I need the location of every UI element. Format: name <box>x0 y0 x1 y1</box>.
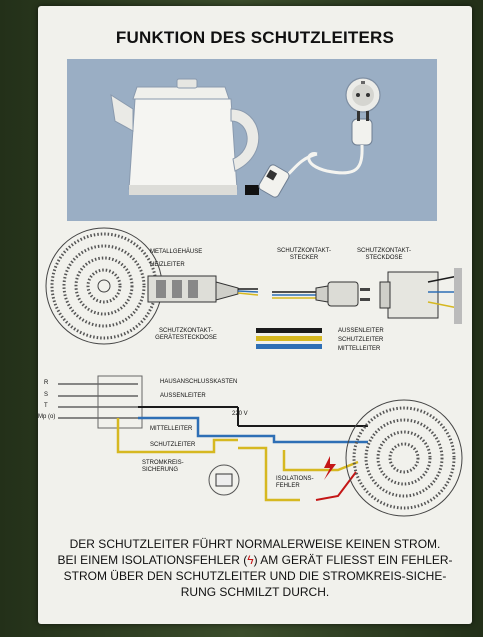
plug-icon <box>258 111 373 198</box>
label-mittelleiter-middle: MITTELLEITER <box>338 346 381 352</box>
label-s: S <box>44 392 49 398</box>
hero-illustration <box>67 59 437 221</box>
label-t: T <box>44 403 48 409</box>
lightning-bolt-icon: ϟ <box>247 553 254 567</box>
fuse-icon <box>208 464 240 496</box>
caption: DER SCHUTZLEITER FÜHRT NORMALERWEISE KEI… <box>38 536 472 600</box>
wall-socket-icon <box>345 77 381 113</box>
lightning-bolt-icon <box>324 456 336 480</box>
label-r: R <box>44 380 49 386</box>
label-schutzkontakt-steckdose: SCHUTZKONTAKT- STECKDOSE <box>357 248 411 261</box>
label-hausanschlusskasten: HAUSANSCHLUSSKASTEN <box>160 379 238 385</box>
poster-title: FUNKTION DES SCHUTZLEITERS <box>115 28 395 47</box>
label-voltage: 220 V <box>232 411 248 417</box>
label-isolationsfehler: ISOLATIONS- FEHLER <box>276 476 314 489</box>
label-heizleiter: HEIZLEITER <box>150 262 185 268</box>
label-schutzleiter-middle: SCHUTZLEITER <box>338 337 384 343</box>
label-metallgehaeuse: METALLGEHÄUSE <box>150 249 203 255</box>
caption-line-3: STROM ÜBER DEN SCHUTZLEITER UND DIE STRO… <box>63 569 447 583</box>
kettle-scene <box>110 77 381 198</box>
label-mp: Mp (o) <box>38 414 56 420</box>
label-schutzleiter-circuit: SCHUTZLEITER <box>150 442 196 448</box>
label-aussenleiter-middle: AUSSENLEITER <box>338 328 384 334</box>
caption-line-1: DER SCHUTZLEITER FÜHRT NORMALERWEISE KEI… <box>69 537 441 551</box>
caption-line-4: RUNG SCHMILZT DURCH. <box>180 585 330 599</box>
caption-line-2: BEI EINEM ISOLATIONSFEHLER (ϟ) AM GERÄT … <box>57 553 453 567</box>
kettle-icon <box>110 78 260 195</box>
label-aussenleiter-circuit: AUSSENLEITER <box>160 393 206 399</box>
poster: FUNKTION DES SCHUTZLEITERS <box>38 6 472 624</box>
label-schutzkontakt-geraetesteckdose: SCHUTZKONTAKT- GERÄTESTECKDOSE <box>155 328 217 341</box>
label-stromkreissicherung: STROMKREIS- SICHERUNG <box>142 460 184 473</box>
label-mittelleiter-circuit: MITTELLEITER <box>150 426 193 432</box>
heating-coil-icon <box>45 227 163 345</box>
label-schutzkontakt-stecker: SCHUTZKONTAKT- STECKER <box>277 248 331 261</box>
heating-coil-icon <box>345 399 463 517</box>
